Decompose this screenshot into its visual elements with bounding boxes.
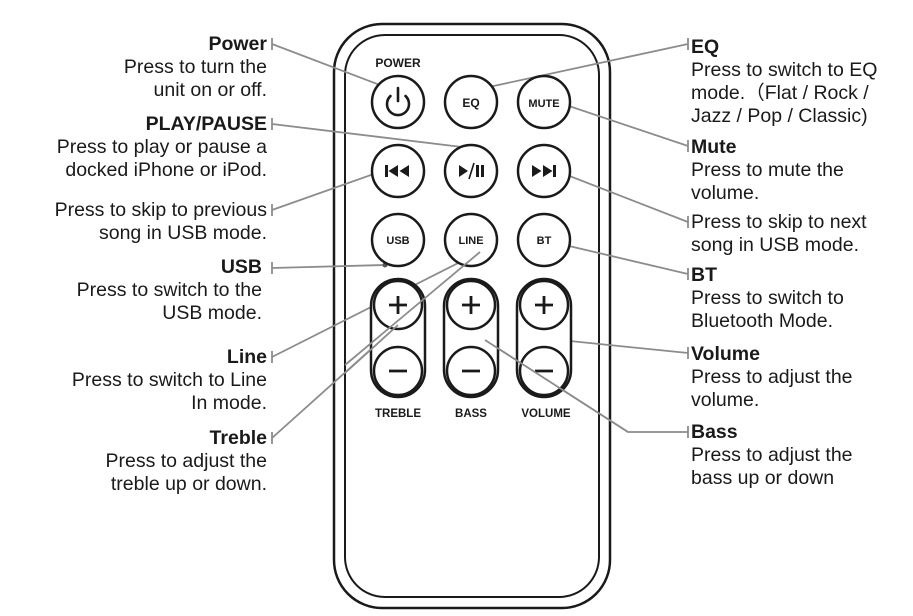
treble-label: TREBLE xyxy=(375,408,421,420)
annotation-volume: Volume Press to adjust the volume. xyxy=(691,343,853,412)
volume-down-button[interactable] xyxy=(518,345,570,397)
leader-power xyxy=(271,43,394,91)
annotation-title: EQ xyxy=(691,36,720,58)
power-icon xyxy=(385,86,411,117)
annotation-play-pause: PLAY/PAUSE Press to play or pause a dock… xyxy=(57,113,267,182)
leader-next xyxy=(566,174,689,223)
annotation-line: Press to adjust the xyxy=(691,366,853,388)
annotation-line: Jazz / Pop / Classic) xyxy=(691,105,868,127)
usb-label: USB xyxy=(386,235,409,247)
annotation-line: Bluetooth Mode. xyxy=(691,310,834,332)
annotation-previous: Press to skip to previous song in USB mo… xyxy=(55,199,267,245)
bass-down-button[interactable] xyxy=(445,345,497,397)
annotation-title: BT xyxy=(691,264,717,286)
annotation-line: docked iPhone or iPod. xyxy=(65,159,267,181)
annotation-line: volume. xyxy=(691,389,760,411)
volume-rocker xyxy=(515,277,573,399)
leader-bass xyxy=(484,339,688,433)
eq-label: EQ xyxy=(462,96,479,110)
leader-volume xyxy=(559,339,689,354)
bass-rocker xyxy=(442,277,500,399)
play-pause-icon xyxy=(459,162,484,180)
volume-up-button[interactable] xyxy=(518,279,570,331)
leader-previous xyxy=(271,169,386,211)
leader-overlay xyxy=(344,251,629,433)
annotation-title: PLAY/PAUSE xyxy=(145,113,267,135)
treble-up-button[interactable] xyxy=(372,279,424,331)
bt-button[interactable]: BT xyxy=(516,212,572,268)
leader-play-pause xyxy=(271,123,471,149)
annotation-title: Treble xyxy=(209,427,267,449)
volume-label: VOLUME xyxy=(521,408,571,420)
annotation-title: Bass xyxy=(691,421,738,443)
leader-lines xyxy=(271,38,689,444)
annotation-next: Press to skip to next song in USB mode. xyxy=(691,211,867,257)
annotation-line: Press to mute the xyxy=(691,159,844,181)
annotation-line: unit on or off. xyxy=(153,79,267,101)
mute-button[interactable]: MUTE xyxy=(516,74,572,130)
eq-button[interactable]: EQ xyxy=(443,74,499,130)
annotation-power: Power Press to turn the unit on or off. xyxy=(124,33,267,102)
annotation-line: Press to switch to Line xyxy=(71,369,267,391)
plus-icon xyxy=(389,296,407,314)
annotation-line: volume. xyxy=(691,182,760,204)
power-label: POWER xyxy=(375,56,421,70)
annotation-line: treble up or down. xyxy=(110,473,267,495)
line-label: LINE xyxy=(458,235,483,247)
annotation-line: In mode. xyxy=(191,392,267,414)
annotation-line: Press to switch to the xyxy=(76,279,262,301)
annotation-title: Mute xyxy=(691,136,737,158)
bass-up-button[interactable] xyxy=(445,279,497,331)
annotation-line: song in USB mode. xyxy=(691,234,860,256)
plus-icon xyxy=(535,296,553,314)
annotation-mute: Mute Press to mute the volume. xyxy=(691,136,844,205)
annotation-line: Press to skip to previous xyxy=(54,199,267,221)
mute-label: MUTE xyxy=(528,98,559,110)
bass-label: BASS xyxy=(455,408,487,420)
annotation-line: Press to skip to next xyxy=(691,211,867,233)
annotation-bt: BT Press to switch to Bluetooth Mode. xyxy=(691,264,844,333)
annotation-treble: Treble Press to adjust the treble up or … xyxy=(105,427,267,496)
line-button[interactable]: LINE xyxy=(443,212,499,268)
annotation-line: Press to switch to EQ xyxy=(691,59,878,81)
leader-mute xyxy=(559,102,689,147)
skip-next-icon xyxy=(532,165,556,177)
annotation-line: Press to adjust the xyxy=(105,450,267,472)
power-button[interactable] xyxy=(370,74,426,130)
annotation-line: song in USB mode. xyxy=(98,222,267,244)
leader-bt xyxy=(551,241,689,275)
annotation-title: Power xyxy=(208,33,267,55)
skip-previous-icon xyxy=(385,165,409,177)
annotation-line: Press to adjust the xyxy=(691,444,853,466)
annotation-title: Volume xyxy=(691,343,760,365)
plus-icon xyxy=(462,296,480,314)
annotation-title: USB xyxy=(220,256,262,278)
previous-button[interactable] xyxy=(370,143,426,199)
treble-rocker xyxy=(369,277,427,399)
annotation-line: Press to play or pause a xyxy=(56,136,267,158)
play-pause-button[interactable] xyxy=(443,143,499,199)
annotation-line: Press to turn the xyxy=(123,56,267,78)
next-button[interactable] xyxy=(516,143,572,199)
annotation-bass: Bass Press to adjust the bass up or down xyxy=(691,421,853,490)
treble-down-button[interactable] xyxy=(372,345,424,397)
annotation-usb: USB Press to switch to the USB mode. xyxy=(77,256,262,325)
bt-label: BT xyxy=(537,235,552,247)
annotation-line: mode.（Flat / Rock / xyxy=(691,82,869,104)
remote-body-inner xyxy=(344,34,600,598)
annotation-line: USB mode. xyxy=(162,302,262,324)
leader-usb xyxy=(271,264,386,269)
annotation-line: Press to switch to xyxy=(691,287,844,309)
annotation-line: bass up or down xyxy=(691,467,835,489)
usb-button[interactable]: USB xyxy=(370,212,426,268)
leader-eq xyxy=(474,43,689,91)
annotation-title: Line xyxy=(226,346,267,368)
remote-body-outer xyxy=(332,22,612,610)
annotation-eq: EQ Press to switch to EQ mode.（Flat / Ro… xyxy=(691,36,877,128)
annotation-line-in: Line Press to switch to Line In mode. xyxy=(72,346,267,415)
